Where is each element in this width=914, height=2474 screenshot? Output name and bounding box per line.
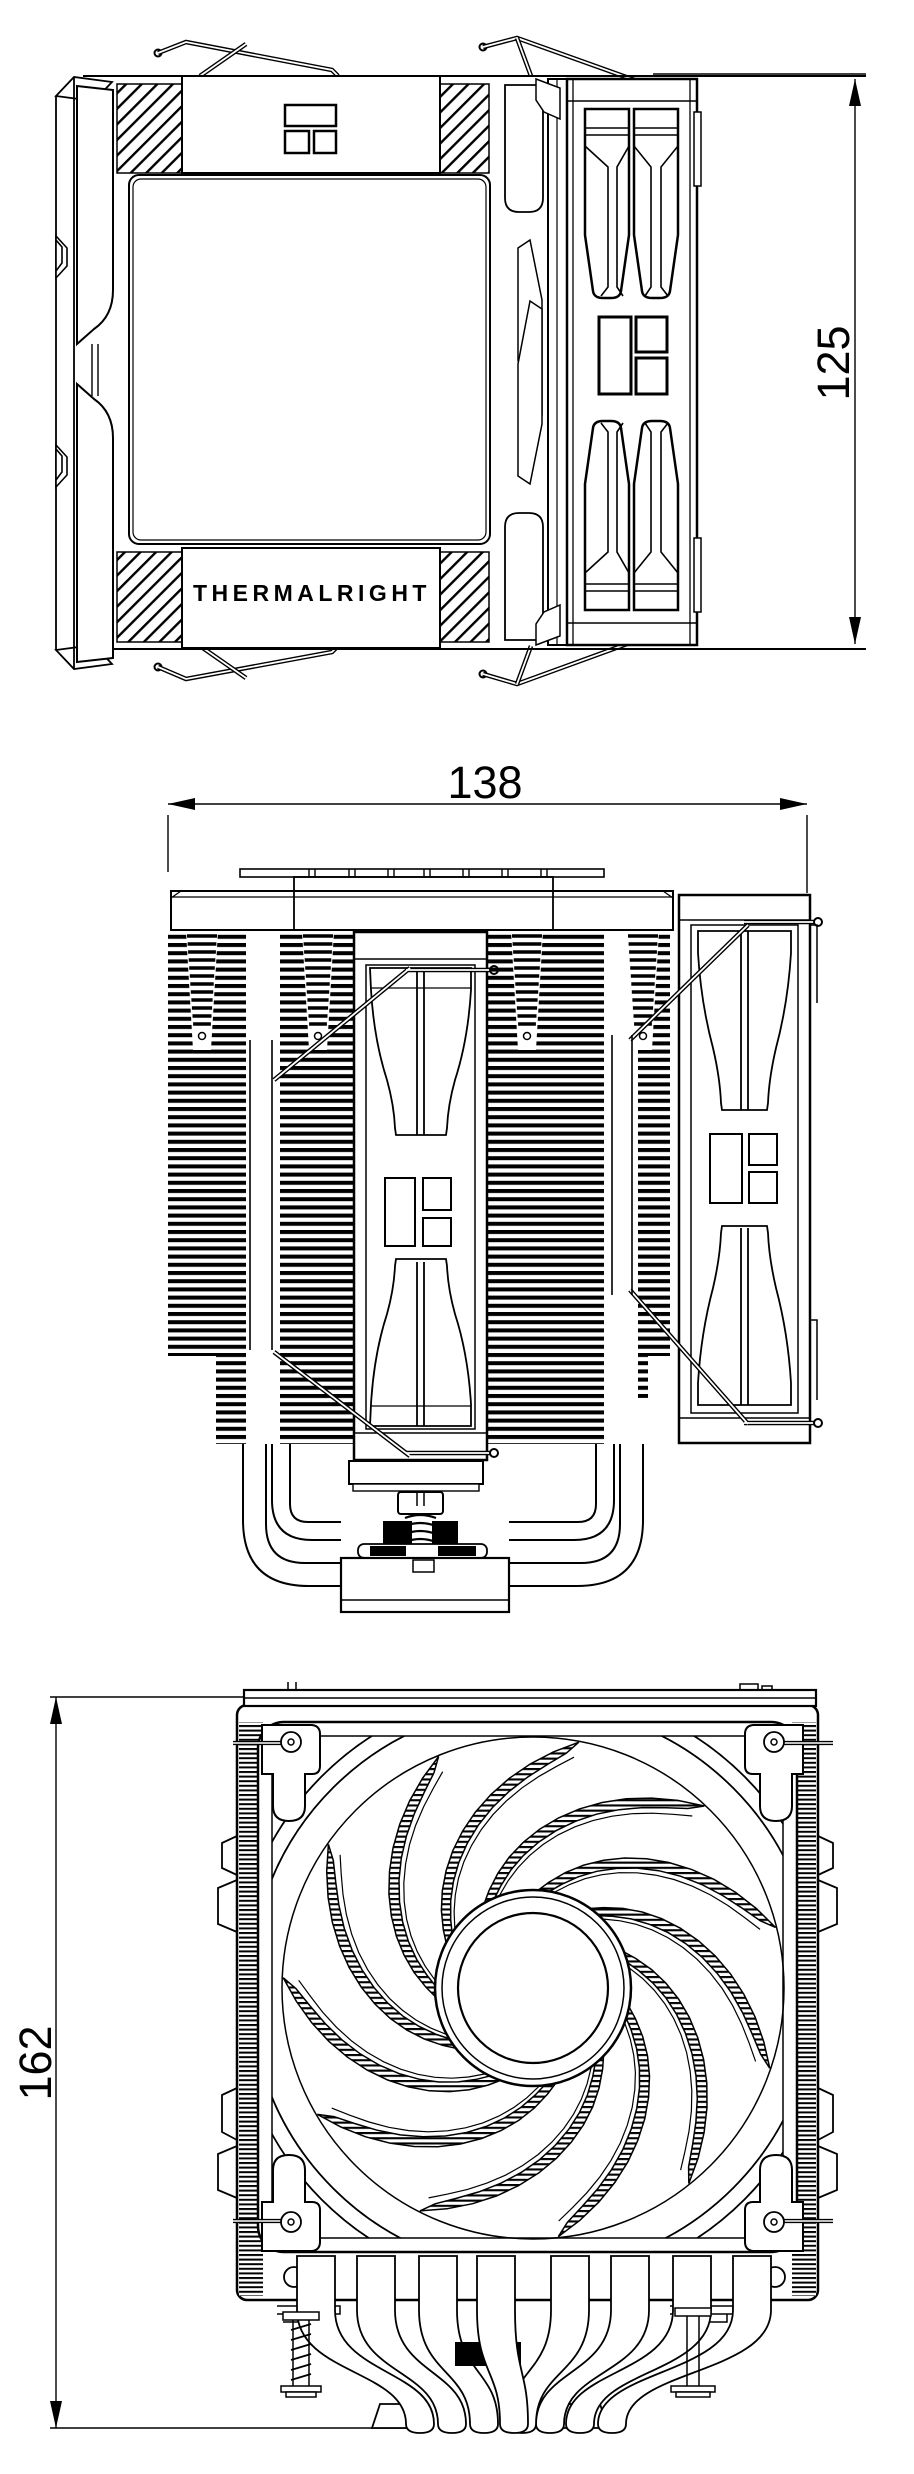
svg-text:THERMALRIGHT: THERMALRIGHT [193,580,431,606]
svg-text:125: 125 [808,325,859,400]
svg-text:162: 162 [10,2025,61,2100]
svg-text:138: 138 [447,757,522,808]
